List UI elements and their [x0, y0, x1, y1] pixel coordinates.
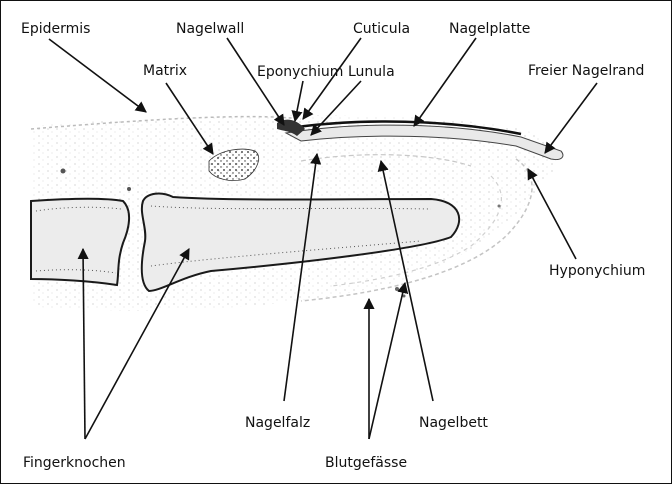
- arrow-epidermis: [49, 39, 146, 112]
- label-nagelbett: Nagelbett: [419, 415, 488, 431]
- vessel-speck: [498, 205, 501, 208]
- arrow-freier-nagelrand: [545, 83, 597, 153]
- vessel-speck: [395, 287, 399, 291]
- vessel-speck: [127, 187, 131, 191]
- arrow-nagelplatte: [414, 38, 476, 126]
- label-lunula: Lunula: [348, 64, 395, 80]
- label-cuticula: Cuticula: [353, 21, 410, 37]
- label-epidermis: Epidermis: [21, 21, 90, 37]
- label-fingerknochen: Fingerknochen: [23, 455, 126, 471]
- label-eponychium: Eponychium: [257, 64, 343, 80]
- vessel-speck: [61, 169, 66, 174]
- label-nagelfalz: Nagelfalz: [245, 415, 310, 431]
- label-blutgefaesse: Blutgefässe: [325, 455, 407, 471]
- label-matrix: Matrix: [143, 63, 187, 79]
- arrow-hyponychium: [528, 169, 576, 259]
- label-nagelplatte: Nagelplatte: [449, 21, 530, 37]
- label-nagelwall: Nagelwall: [176, 21, 244, 37]
- arrow-nagelwall: [227, 38, 284, 125]
- label-hyponychium: Hyponychium: [549, 263, 645, 279]
- arrow-blutgefaesse-2: [369, 283, 405, 439]
- middle-phalanx: [31, 199, 129, 285]
- label-freier-nagelrand: Freier Nagelrand: [528, 63, 644, 79]
- arrow-eponychium: [295, 81, 303, 121]
